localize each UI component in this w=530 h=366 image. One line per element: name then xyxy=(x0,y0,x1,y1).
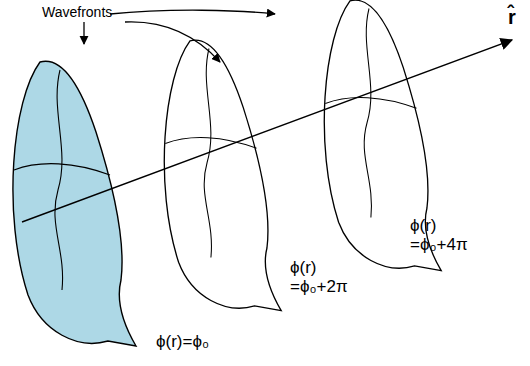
pointer-arrow xyxy=(110,10,275,14)
pointer-arrow xyxy=(83,22,84,44)
wavefront xyxy=(13,61,136,346)
phase-label: ϕ(r) =ϕ₀+2π xyxy=(290,258,352,296)
phase-label: ϕ(r) =ϕ₀+4π xyxy=(410,216,472,254)
phase-label: ϕ(r)=ϕ₀ xyxy=(156,332,209,351)
axis-label: r̂ xyxy=(508,8,516,27)
wavefront xyxy=(164,40,281,311)
pointer-arrow xyxy=(125,22,220,62)
pointer-label: Wavefronts xyxy=(42,3,112,22)
propagation-axis xyxy=(22,40,512,222)
